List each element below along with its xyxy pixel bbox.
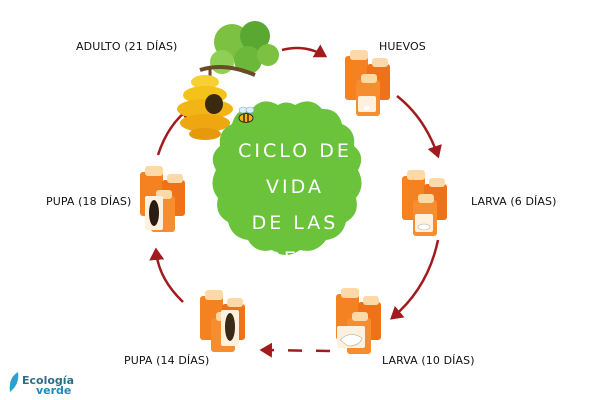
arrow-larva10-pupa14 [259,342,331,358]
brand-logo: Ecología verde [22,374,74,397]
brand-line-1: Ecología [22,374,74,387]
stage-label-huevos: HUEVOS [379,40,426,53]
center-badge [212,101,362,256]
title-line-2: VIDA [266,176,324,198]
stage-label-adulto: ADULTO (21 DÍAS) [76,40,178,53]
brand-line-2: verde [36,384,72,397]
title-line-3: DE LAS [251,212,339,234]
honeycomb-pupa-14-icon [200,290,245,352]
arrow-adulto-huevos [281,44,328,58]
bee-icon [238,106,255,123]
arrow-larva6-larva10 [390,239,440,320]
stage-label-larva-6: LARVA (6 DÍAS) [471,195,557,208]
honeycomb-larva-6-icon [402,170,447,236]
stage-label-pupa-18: PUPA (18 DÍAS) [46,195,132,208]
stage-label-pupa-14: PUPA (14 DÍAS) [124,354,210,367]
title-line-1: CICLO DE [238,140,352,162]
honeycomb-eggs-icon [345,50,390,116]
honeycomb-larva-10-icon [336,288,381,354]
arrow-huevos-larva6 [396,95,442,159]
beehive-icon [177,21,279,140]
leaf-logo-icon [9,372,19,392]
stage-label-larva-10: LARVA (10 DÍAS) [382,354,475,367]
honeycomb-pupa-18-icon [140,166,185,232]
arrow-pupa14-pupa18 [149,247,184,303]
title-line-4: ABEJAS [251,248,339,270]
